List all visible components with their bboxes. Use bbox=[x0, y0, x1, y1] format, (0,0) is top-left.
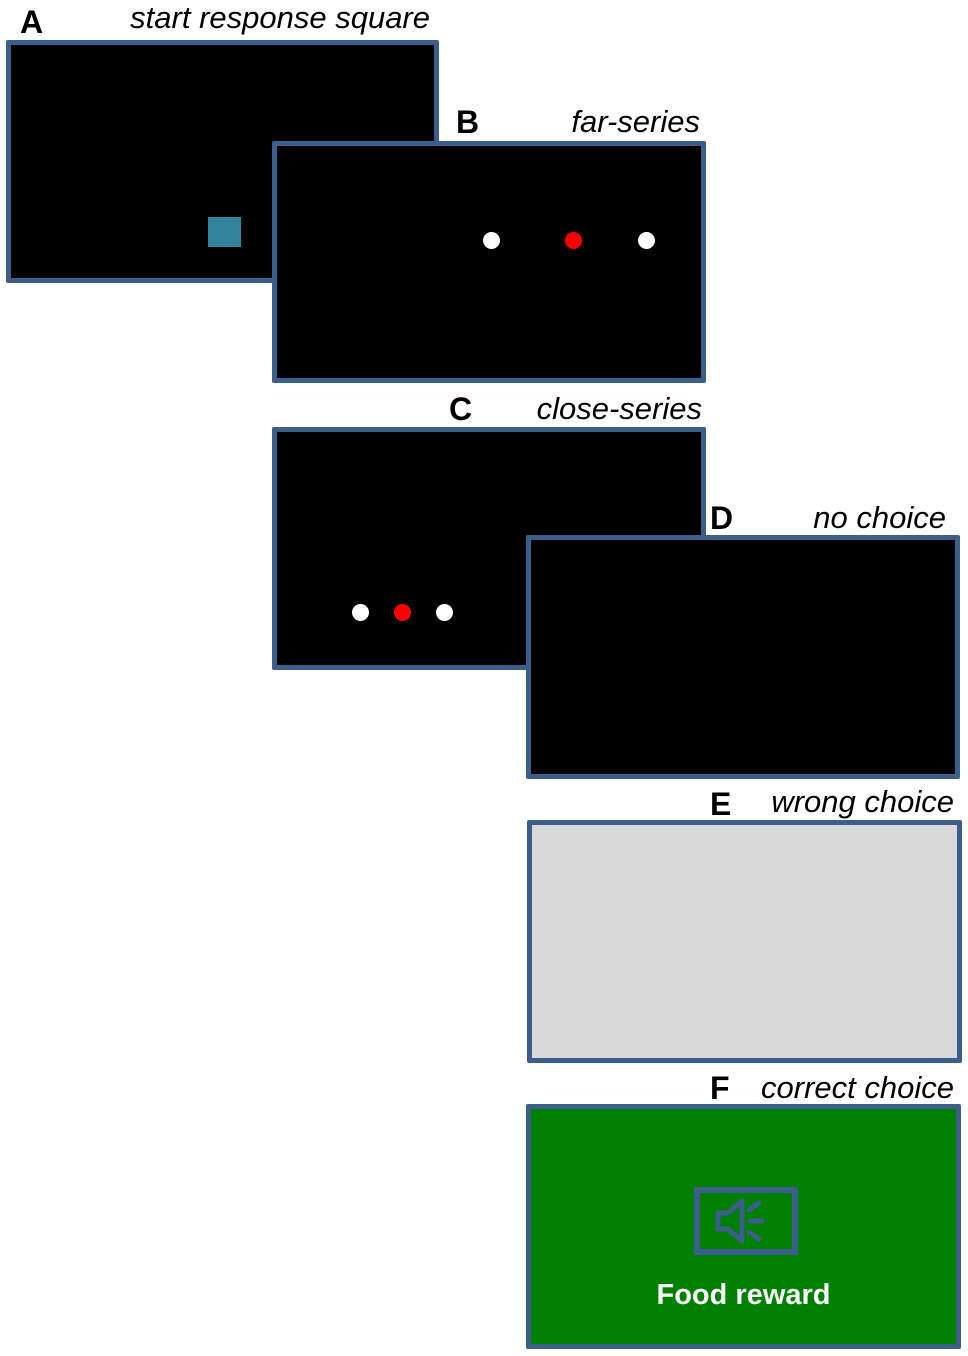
panel-f-caption: correct choice bbox=[761, 1070, 954, 1105]
start-response-square[interactable] bbox=[208, 217, 241, 247]
panel-d-letter: D bbox=[710, 500, 734, 536]
food-reward-label: Food reward bbox=[656, 1279, 831, 1311]
panel-b-caption: far-series bbox=[571, 104, 700, 139]
panel-e-caption: wrong choice bbox=[771, 784, 954, 819]
close-series-dot-left[interactable] bbox=[352, 604, 369, 621]
close-series-dot-center bbox=[394, 604, 411, 621]
panel-f-letter: F bbox=[710, 1070, 730, 1106]
panel-b-letter: B bbox=[456, 104, 480, 140]
screen-no-choice bbox=[526, 535, 960, 779]
far-series-dot-left[interactable] bbox=[483, 232, 500, 249]
screen-far-series bbox=[272, 141, 706, 383]
screen-correct-choice: Food reward bbox=[526, 1104, 961, 1349]
panel-d-caption: no choice bbox=[813, 500, 946, 535]
close-series-dot-right[interactable] bbox=[436, 604, 453, 621]
far-series-dot-right[interactable] bbox=[638, 232, 655, 249]
panel-c-letter: C bbox=[449, 391, 473, 427]
panel-a-caption: start response square bbox=[130, 0, 430, 35]
speaker-icon bbox=[694, 1187, 798, 1255]
screen-wrong-choice bbox=[527, 820, 962, 1063]
panel-e-letter: E bbox=[710, 786, 732, 822]
far-series-dot-center bbox=[565, 232, 582, 249]
panel-a-letter: A bbox=[20, 4, 44, 40]
panel-c-caption: close-series bbox=[536, 391, 702, 426]
